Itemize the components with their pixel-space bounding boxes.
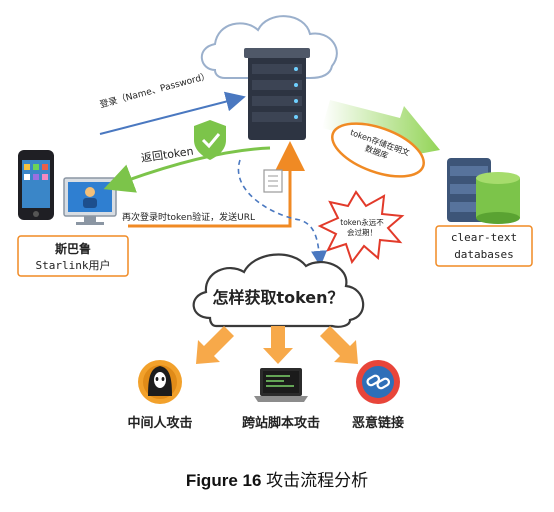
question-cloud-text: 怎样获取token？: [212, 288, 344, 307]
attack-label-xss: 跨站脚本攻击: [241, 416, 320, 431]
relogin-arrow: [128, 141, 305, 228]
figure-title: 攻击流程分析: [266, 471, 369, 490]
attack-arrows: [196, 326, 358, 364]
never-expire-burst: [317, 190, 405, 265]
attack-label-malicious-link: 恶意链接: [351, 416, 404, 431]
login-arrow: [99, 91, 246, 135]
shield-icon: [194, 120, 226, 160]
link-icon: [356, 360, 400, 404]
url-dashed-arrow: [237, 159, 328, 267]
figure-caption: Figure 16 攻击流程分析: [0, 466, 554, 491]
hacker-icon: [138, 360, 182, 404]
db-box: [435, 225, 533, 267]
relogin-label: 再次登录时token验证，发送URL: [122, 213, 256, 223]
question-cloud: [192, 253, 365, 328]
database-icon: [447, 158, 520, 224]
attack-label-mitm: 中间人攻击: [127, 416, 193, 431]
figure-number: Figure 16: [185, 471, 262, 490]
return-token-arrow: [103, 146, 271, 193]
user-box-line2: Starlink用户: [35, 259, 111, 272]
user-box: [17, 235, 129, 277]
server-icon: [244, 48, 310, 140]
db-box-line2: databases: [454, 248, 514, 261]
document-icon: [263, 169, 283, 193]
token-storage-bubble: [331, 122, 425, 178]
monitor-icon: [63, 177, 117, 225]
phone-icon: [18, 150, 54, 220]
never-expire-text: token永远不会过期！: [340, 218, 384, 237]
laptop-icon: [254, 368, 308, 402]
diagram-svg: [17, 15, 533, 404]
user-box-line1: 斯巴鲁: [54, 242, 91, 256]
db-box-line1: clear-text: [450, 231, 518, 244]
